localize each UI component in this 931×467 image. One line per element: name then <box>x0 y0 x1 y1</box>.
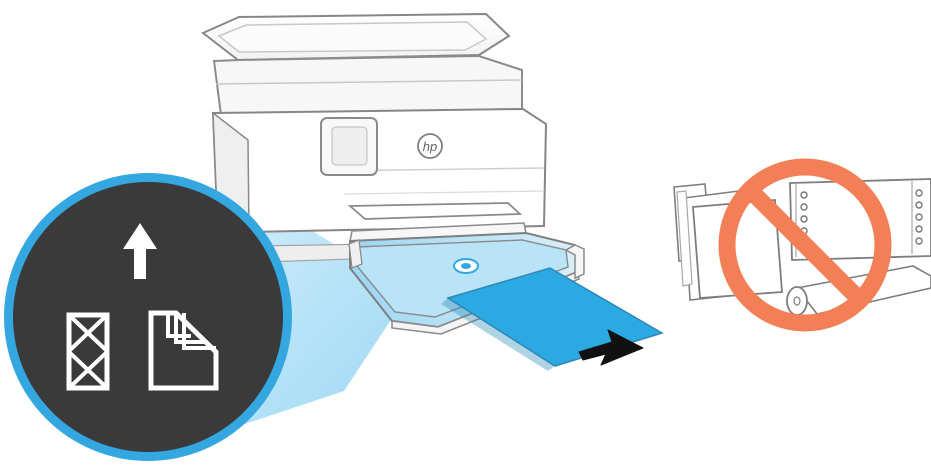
control-panel-screen <box>331 126 368 166</box>
paper-width-guide-marker <box>453 258 479 274</box>
scanner-glass <box>217 21 488 53</box>
blue-paper-sheet <box>446 267 664 367</box>
tray-left-guide <box>348 239 363 269</box>
printer-front-divider-2 <box>343 190 545 195</box>
envelope-icon <box>66 312 110 391</box>
tray-right-guide <box>564 244 585 280</box>
printer-output-area <box>212 54 523 117</box>
printer-output-shadow-line <box>215 79 523 85</box>
perforation-holes-right <box>915 189 923 245</box>
orientation-callout <box>4 173 292 461</box>
output-slot <box>347 202 523 220</box>
prohibited-icon <box>718 158 892 332</box>
media-stack-left-edge <box>676 190 693 287</box>
hp-logo-text: hp <box>423 139 437 154</box>
insert-direction-arrow <box>578 329 644 366</box>
up-arrow-icon <box>123 223 157 279</box>
folded-paper-icon <box>148 310 219 391</box>
paper-tray <box>348 231 664 371</box>
blue-paper-sheet-shadow <box>441 298 555 371</box>
unsupported-media-group <box>673 158 931 332</box>
callout-inner-disc <box>13 182 283 452</box>
tray-front-lip <box>391 270 580 335</box>
hp-logo: hp <box>417 133 443 159</box>
